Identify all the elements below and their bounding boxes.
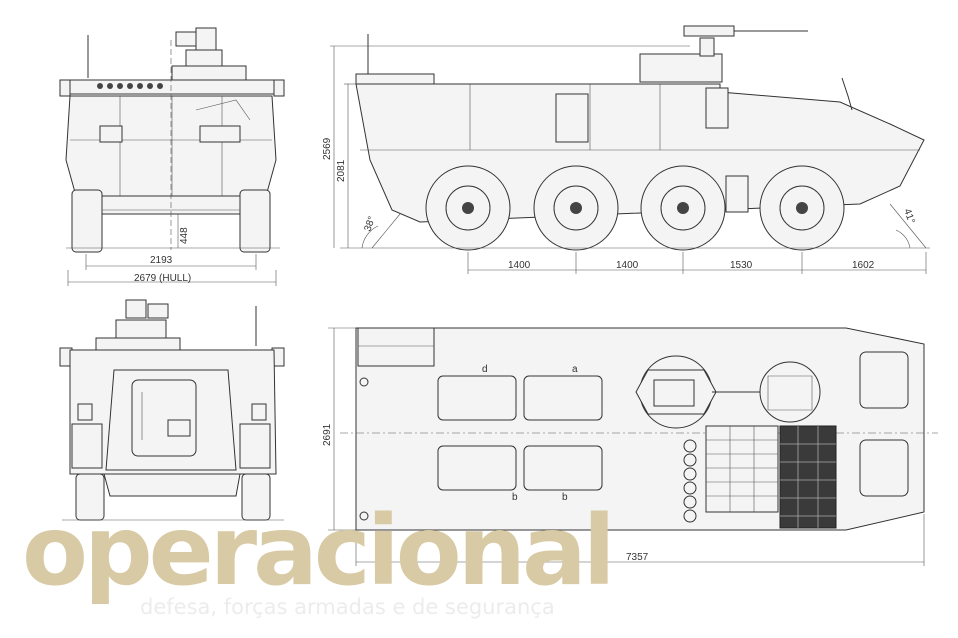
front-hull-width-label: 2679 (HULL) [134, 273, 191, 284]
side-approach-angle-label: 38° [362, 215, 378, 233]
watermark-tagline: defesa, forças armadas e de segurança [140, 595, 555, 619]
front-bolt-row [97, 83, 163, 89]
top-length-label: 7357 [626, 552, 649, 563]
watermark-title: operacional [22, 495, 612, 607]
side-axle-spacing-2: 1400 [616, 260, 639, 271]
side-hull-height-label: 2081 [336, 159, 347, 182]
front-ground-clearance-label: 448 [179, 227, 190, 244]
hatch-letter-1: d [482, 364, 488, 375]
side-departure-angle-label: 41° [901, 207, 917, 225]
side-wheels [425, 165, 845, 251]
side-axle-spacing-4: 1602 [852, 260, 875, 271]
exhaust-coils [683, 439, 697, 523]
hatch-letter-3: b [512, 492, 518, 503]
top-width-label: 2691 [322, 423, 333, 446]
roof-hatches [437, 375, 603, 491]
engine-grilles [705, 425, 837, 529]
side-axle-spacing-1: 1400 [508, 260, 531, 271]
hatch-letter-2: a [572, 364, 578, 375]
watermark: operacional defesa, forças armadas e de … [22, 495, 616, 619]
front-view: 448 2193 2679 (HULL) [59, 27, 285, 286]
front-track-label: 2193 [150, 255, 173, 266]
side-total-height-label: 2569 [322, 137, 333, 160]
top-view: d a b b [322, 327, 938, 566]
hatch-letter-4: b [562, 492, 568, 503]
side-axle-spacing-3: 1530 [730, 260, 753, 271]
side-view: 38° 41° 2569 2081 1400 1400 1530 1602 [322, 25, 930, 274]
rear-view [59, 299, 285, 521]
